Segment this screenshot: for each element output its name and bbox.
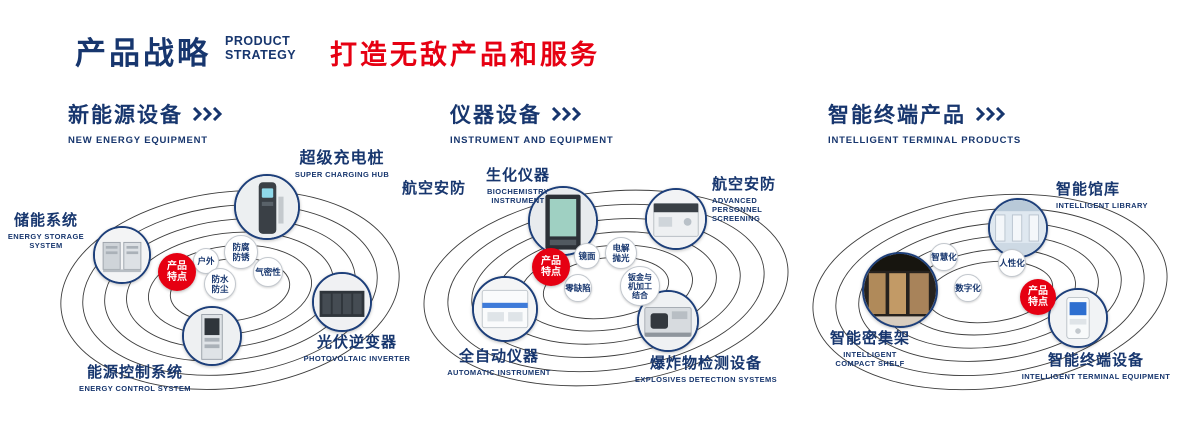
product-name-en: PHOTOVOLTAIC INVERTER — [303, 354, 411, 363]
product-name-cn: 智能馆库 — [1056, 181, 1121, 198]
product-name-en: AUTOMATIC INSTRUMENT — [447, 368, 551, 377]
product-name-en: SUPER CHARGING HUB — [294, 170, 390, 179]
product-label-super-charging-hub: 超级充电桩 SUPER CHARGING HUB — [282, 150, 402, 179]
feature-bubble: 气密性 — [253, 257, 283, 287]
section-subtitle: NEW ENERGY EQUIPMENT — [68, 135, 208, 146]
section-title: 新能源设备 — [68, 104, 183, 127]
product-photo-personnel-screening — [645, 188, 707, 250]
product-label-photovoltaic-inverter: 光伏逆变器 PHOTOVOLTAIC INVERTER — [296, 334, 418, 363]
feature-bubble: 数字化 — [954, 274, 982, 302]
product-photo-energy-storage — [93, 226, 151, 284]
product-name-en: BIOCHEMISTRY INSTRUMENT — [486, 187, 550, 205]
product-name-cn: 储能系统 — [13, 212, 78, 229]
product-label-compact-shelf: 智能密集架 INTELLIGENT COMPACT SHELF — [808, 330, 932, 368]
section-header-intelligent: 智能终端产品 INTELLIGENT TERMINAL PRODUCTS — [828, 99, 1021, 146]
product-name-en: ADVANCED PERSONNEL SCREENING — [712, 196, 763, 223]
page-title-en-line1: PRODUCT — [225, 34, 291, 48]
product-label-automatic-instrument: 全自动仪器 AUTOMATIC INSTRUMENT — [436, 348, 562, 377]
product-name-cn: 航空安防 — [712, 176, 777, 193]
product-photo-super-charging-hub — [234, 174, 300, 240]
product-name-cn: 生化仪器 — [485, 167, 550, 184]
product-photo-energy-control — [182, 306, 242, 366]
product-label-personnel-screening: 航空安防 ADVANCED PERSONNEL SCREENING — [712, 176, 824, 223]
product-name-en: INTELLIGENT LIBRARY — [1056, 201, 1148, 210]
section-header-new-energy: 新能源设备 NEW ENERGY EQUIPMENT — [68, 99, 224, 146]
product-name-cn: 全自动仪器 — [458, 348, 539, 365]
section-header-instrument: 仪器设备 INSTRUMENT AND EQUIPMENT — [450, 99, 613, 146]
feature-bubble: 零缺陷 — [564, 274, 592, 302]
product-name-cn: 光伏逆变器 — [316, 334, 397, 351]
product-label-energy-storage: 储能系统 ENERGY STORAGE SYSTEM — [4, 212, 88, 250]
product-label-biochemistry: 生化仪器 BIOCHEMISTRY INSTRUMENT — [462, 167, 574, 205]
product-photo-compact-shelf — [862, 252, 938, 328]
badge-product-features: 产品特点 — [158, 253, 196, 291]
product-photo-photovoltaic-inverter — [312, 272, 372, 332]
product-photo-automatic-instrument — [472, 276, 538, 342]
section-title: 仪器设备 — [450, 104, 542, 127]
triple-chevron-icon — [192, 107, 223, 121]
product-name-cn: 超级充电桩 — [299, 150, 385, 167]
product-name-en: INTELLIGENT TERMINAL EQUIPMENT — [1021, 372, 1171, 381]
badge-product-features: 产品特点 — [532, 248, 570, 286]
product-label-energy-control: 能源控制系统 ENERGY CONTROL SYSTEM — [70, 364, 200, 393]
section-title: 智能终端产品 — [828, 104, 966, 127]
section-subtitle: INTELLIGENT TERMINAL PRODUCTS — [828, 135, 1021, 146]
page-title-en-line2: STRATEGY — [225, 47, 297, 62]
feature-bubble: 钣金与机加工结合 — [620, 266, 660, 306]
page-title: 产品战略 — [75, 36, 211, 71]
product-photo-intelligent-library — [988, 198, 1048, 258]
triple-chevron-icon — [551, 107, 582, 121]
product-photo-terminal-equipment — [1048, 288, 1108, 348]
product-name-en: EXPLOSIVES DETECTION SYSTEMS — [634, 375, 778, 384]
slogan: 打造无敌产品和服务 — [330, 40, 600, 70]
product-name-cn: 智能终端设备 — [1047, 352, 1144, 369]
product-label-explosives-detection: 爆炸物检测设备 EXPLOSIVES DETECTION SYSTEMS — [628, 355, 784, 384]
product-name-cn: 智能密集架 — [829, 330, 910, 347]
product-label-intelligent-library: 智能馆库 INTELLIGENT LIBRARY — [1056, 181, 1174, 210]
feature-bubble: 智慧化 — [930, 243, 958, 271]
page-title-en: PRODUCT STRATEGY — [225, 34, 297, 62]
product-photo-explosives-detection — [637, 290, 699, 352]
product-name-cn: 爆炸物检测设备 — [649, 355, 762, 372]
product-name-cn: 能源控制系统 — [86, 364, 183, 381]
product-label-terminal-equipment: 智能终端设备 INTELLIGENT TERMINAL EQUIPMENT — [1018, 352, 1174, 381]
feature-bubble: 电解抛光 — [605, 237, 637, 269]
section-subtitle: INSTRUMENT AND EQUIPMENT — [450, 135, 614, 146]
product-name-en: INTELLIGENT COMPACT SHELF — [835, 350, 905, 368]
feature-bubble: 防腐防锈 — [224, 235, 258, 269]
product-name-en: ENERGY CONTROL SYSTEM — [79, 384, 191, 393]
product-name-en: ENERGY STORAGE SYSTEM — [7, 232, 85, 250]
triple-chevron-icon — [975, 107, 1006, 121]
feature-bubble: 人性化 — [998, 249, 1026, 277]
feature-bubble: 防水防尘 — [204, 268, 236, 300]
badge-product-features: 产品特点 — [1020, 279, 1056, 315]
label-aviation-security: 航空安防 — [402, 180, 467, 197]
product-photo-biochemistry — [528, 186, 598, 256]
feature-bubble: 镜面 — [574, 243, 600, 269]
